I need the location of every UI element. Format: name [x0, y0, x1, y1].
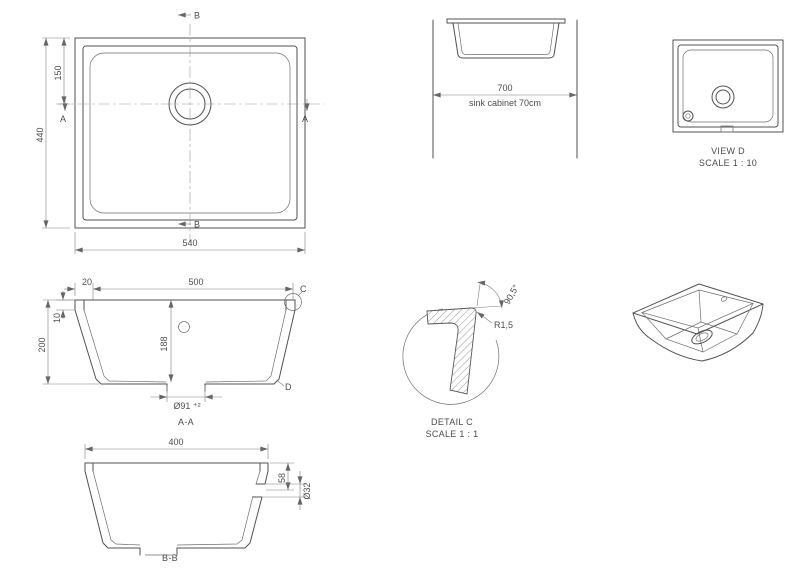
isometric-view: [632, 283, 764, 362]
cabinet-view: 700 sink cabinet 70cm: [432, 18, 578, 159]
detail-c-scale: SCALE 1 : 1: [426, 429, 479, 439]
section-b-marker-bottom: B: [178, 220, 200, 230]
section-b-label-bottom: B: [194, 220, 200, 230]
dim-angle-label: 90,5°: [502, 283, 521, 307]
aa-inner-right: [205, 309, 287, 383]
dim-radius-label: R1,5: [494, 320, 513, 330]
dim-32-label: Ø32: [302, 482, 312, 499]
dim-rim-height: 10: [52, 291, 75, 323]
dim-700-label: 700: [497, 83, 512, 93]
section-b-label-top: B: [194, 11, 200, 21]
detail-c-marker: C: [284, 284, 307, 311]
dim-rim-width: 20: [64, 277, 92, 296]
detail-d-marker: D: [277, 380, 292, 392]
dim-10-label: 10: [52, 313, 62, 323]
sink-cross-section: [446, 18, 566, 59]
detail-c-callout: C: [300, 284, 307, 294]
detail-d-callout: D: [285, 382, 292, 392]
dim-400-label: 400: [168, 437, 183, 447]
iso-rim-outer: [632, 283, 764, 335]
aa-overflow-hole: [178, 321, 190, 333]
dim-20-label: 20: [82, 277, 92, 287]
aa-outer-right: [204, 299, 296, 385]
aa-inner-left: [83, 309, 167, 383]
section-a-marker-right: A: [302, 99, 310, 124]
section-a-a: C D 20 500 10 200: [37, 277, 307, 427]
bb-outer-right-upper: [264, 462, 269, 485]
iso-bowl-edge-left: [641, 312, 667, 340]
iso-bowl-edge-right: [736, 303, 754, 335]
dim-500-label: 500: [188, 277, 203, 287]
dim-cabinet-width: 700 sink cabinet 70cm: [433, 83, 577, 108]
viewd-fitting-circle: [682, 110, 694, 122]
view-d-scale: SCALE 1 : 10: [699, 158, 757, 168]
detail-boundary: [402, 308, 500, 405]
top-view: B B A A 440 150 540: [35, 11, 324, 254]
section-a-marker-left: A: [60, 99, 68, 124]
view-d-title: VIEW D: [711, 146, 745, 156]
dim-inner-width: 500: [92, 277, 294, 300]
dim-overall-depth: 200: [37, 299, 99, 385]
wall-cross-section: [426, 307, 477, 395]
dim-drain-from-top: 150: [53, 38, 70, 105]
section-b-b: 400 58 Ø32 B-B: [84, 437, 312, 563]
dim-overflow-position: 58: [266, 462, 294, 491]
dim-drain-label: Ø91 ⁺²: [173, 401, 200, 411]
viewd-outer-edge: [672, 39, 784, 133]
detail-c-view: 90,5° R1,5 DETAIL C SCALE 1 : 1: [402, 280, 521, 439]
dim-200-label: 200: [37, 337, 47, 352]
cabinet-size-label: sink cabinet 70cm: [469, 98, 541, 108]
viewd-fitting-center: [685, 113, 691, 119]
bb-inner-left: [92, 470, 141, 546]
dim-wall-angle: 90,5°: [470, 280, 521, 309]
iso-drain-inner: [695, 332, 709, 342]
dim-overall-width: 540: [74, 232, 306, 254]
viewd-bowl-edge: [682, 49, 774, 123]
dim-188-label: 188: [159, 336, 169, 351]
viewd-bottom-mark: [720, 125, 734, 133]
bb-outer-right-lower: [176, 496, 263, 549]
iso-outer-shell: [632, 303, 764, 362]
iso-drain-outer: [691, 329, 713, 345]
section-a-label-right: A: [302, 114, 308, 124]
dim-bb-inner-width: 400: [84, 437, 269, 459]
viewd-rim-edge: [677, 44, 779, 128]
dim-440-label: 440: [35, 127, 45, 142]
dim-58-label: 58: [277, 473, 287, 483]
section-bb-title: B-B: [162, 553, 178, 563]
bb-outer-left: [84, 462, 141, 549]
dim-drain-diameter: Ø91 ⁺²: [150, 386, 222, 411]
aa-outer-left: [74, 299, 168, 385]
section-aa-title: A-A: [178, 417, 194, 427]
section-a-label-left: A: [60, 114, 66, 124]
viewd-drain-outer: [711, 85, 735, 109]
viewd-drain-inner: [715, 89, 731, 105]
dim-bowl-depth: 188: [159, 300, 174, 382]
dim-corner-radius: R1,5: [476, 311, 513, 330]
iso-bowl-edge-back: [698, 289, 702, 323]
view-d: VIEW D SCALE 1 : 10: [672, 39, 784, 168]
detail-c-title: DETAIL C: [431, 417, 473, 427]
dim-overflow-diameter: Ø32: [263, 471, 312, 510]
bb-inner-right-upper: [255, 470, 261, 485]
dim-150-label: 150: [53, 65, 63, 80]
dim-540-label: 540: [182, 238, 197, 248]
bb-inner-right-lower: [176, 495, 254, 546]
iso-overflow-hole: [720, 296, 728, 302]
section-b-marker-top: B: [178, 11, 200, 21]
